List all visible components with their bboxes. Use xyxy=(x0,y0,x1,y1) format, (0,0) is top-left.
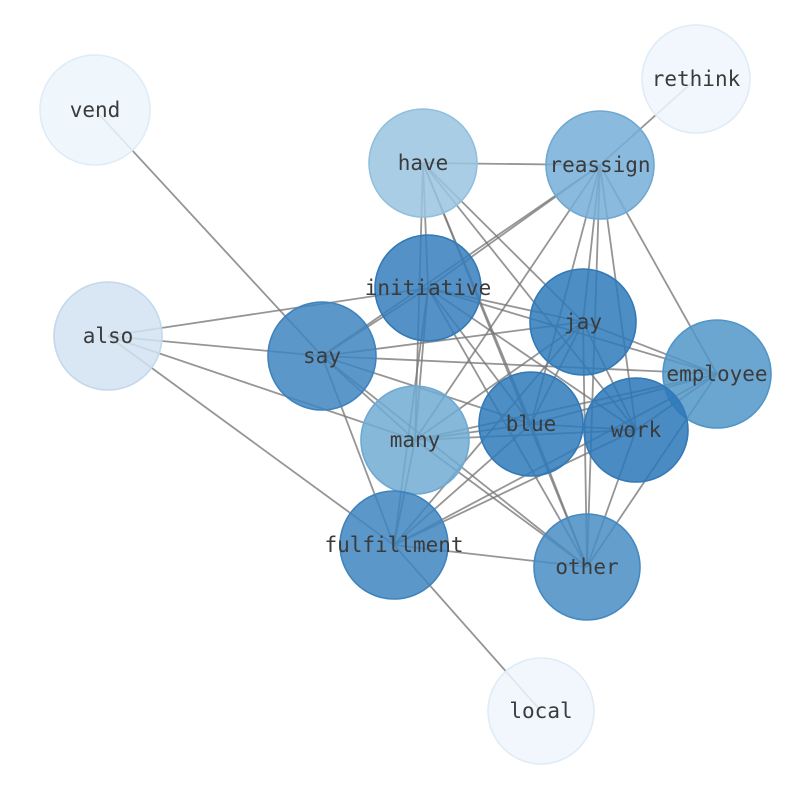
node-label-vend: vend xyxy=(70,98,121,122)
node-fulfillment[interactable] xyxy=(339,490,449,600)
edge-reassign-many xyxy=(414,164,601,441)
node-label-also: also xyxy=(83,324,134,348)
node-vend[interactable] xyxy=(39,54,151,166)
node-label-many: many xyxy=(390,428,441,452)
node-many[interactable] xyxy=(360,385,470,495)
node-jay[interactable] xyxy=(529,268,637,376)
node-label-jay: jay xyxy=(564,310,602,334)
node-work[interactable] xyxy=(583,377,689,483)
node-blue[interactable] xyxy=(478,371,584,477)
labels-layer: vend rethink have reassign initiative jay also… xyxy=(70,67,768,723)
node-label-reassign: reassign xyxy=(549,153,650,177)
node-also[interactable] xyxy=(53,281,163,391)
node-rethink[interactable] xyxy=(641,24,751,134)
node-label-blue: blue xyxy=(506,412,557,436)
node-label-employee: employee xyxy=(666,362,767,386)
edge-have-work xyxy=(422,162,637,431)
node-label-local: local xyxy=(509,699,572,723)
edge-say-employee xyxy=(321,355,718,375)
nodes-layer xyxy=(39,24,772,765)
node-employee[interactable] xyxy=(662,319,772,429)
node-label-work: work xyxy=(611,418,662,442)
edge-also-fulfillment xyxy=(107,335,395,546)
node-local[interactable] xyxy=(487,657,595,765)
node-label-fulfillment: fulfillment xyxy=(324,533,463,557)
node-reassign[interactable] xyxy=(545,110,655,220)
node-label-other: other xyxy=(555,555,618,579)
node-label-rethink: rethink xyxy=(652,67,741,91)
node-label-have: have xyxy=(398,151,449,175)
node-other[interactable] xyxy=(533,513,641,621)
node-initiative[interactable] xyxy=(374,234,482,342)
node-say[interactable] xyxy=(267,301,377,411)
node-have[interactable] xyxy=(368,108,478,218)
node-label-initiative: initiative xyxy=(365,276,491,300)
node-label-say: say xyxy=(303,344,341,368)
